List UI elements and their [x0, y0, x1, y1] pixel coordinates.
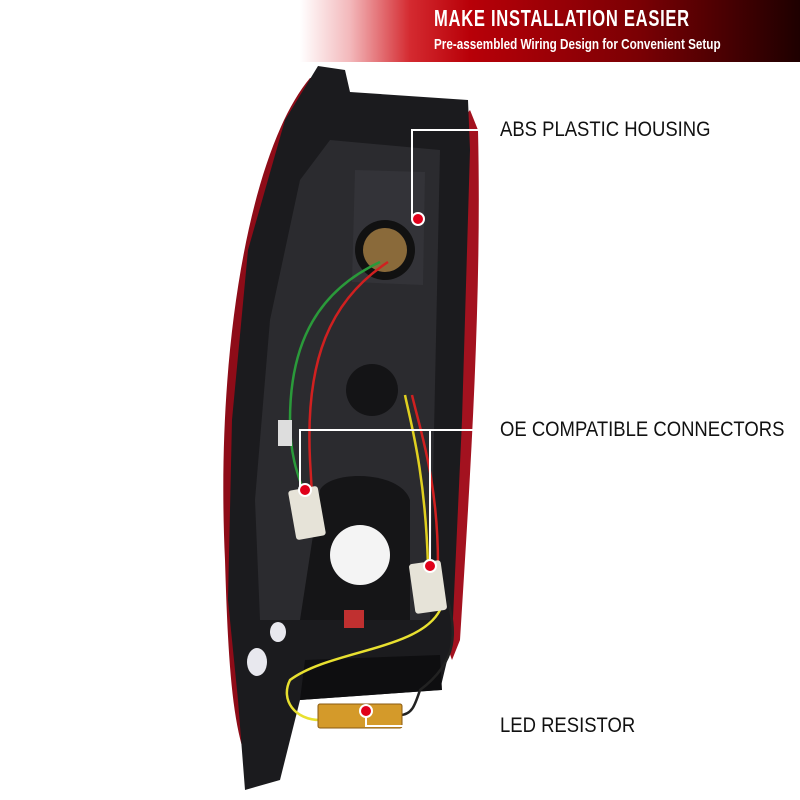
callout-dot-resistor	[359, 704, 373, 718]
bulb-socket-lower	[330, 525, 390, 585]
callout-label-resistor: LED RESISTOR	[500, 714, 636, 737]
header-banner: MAKE INSTALLATION EASIER Pre-assembled W…	[0, 0, 800, 62]
wire-green	[288, 260, 381, 496]
callout-dot-connector-1	[298, 483, 312, 497]
connector-1	[288, 486, 326, 540]
connector-2	[409, 560, 447, 614]
callout-label-housing: ABS PLASTIC HOUSING	[500, 118, 711, 141]
qc-sticker	[344, 610, 364, 628]
banner-title: MAKE INSTALLATION EASIER	[434, 5, 690, 31]
callout-label-connectors: OE COMPATIBLE CONNECTORS	[500, 418, 785, 441]
banner-subtitle: Pre-assembled Wiring Design for Convenie…	[434, 36, 721, 53]
wire-clip	[278, 420, 292, 446]
bulb-socket-middle	[346, 364, 398, 416]
wire-red-2	[410, 394, 440, 566]
callout-dot-housing	[411, 212, 425, 226]
led-resistor	[317, 703, 403, 729]
wire-yellow-resistor	[285, 609, 442, 722]
wire-red	[308, 260, 389, 496]
wire-black	[399, 599, 455, 717]
callout-dot-connector-2	[423, 559, 437, 573]
wire-yellow	[403, 394, 430, 566]
